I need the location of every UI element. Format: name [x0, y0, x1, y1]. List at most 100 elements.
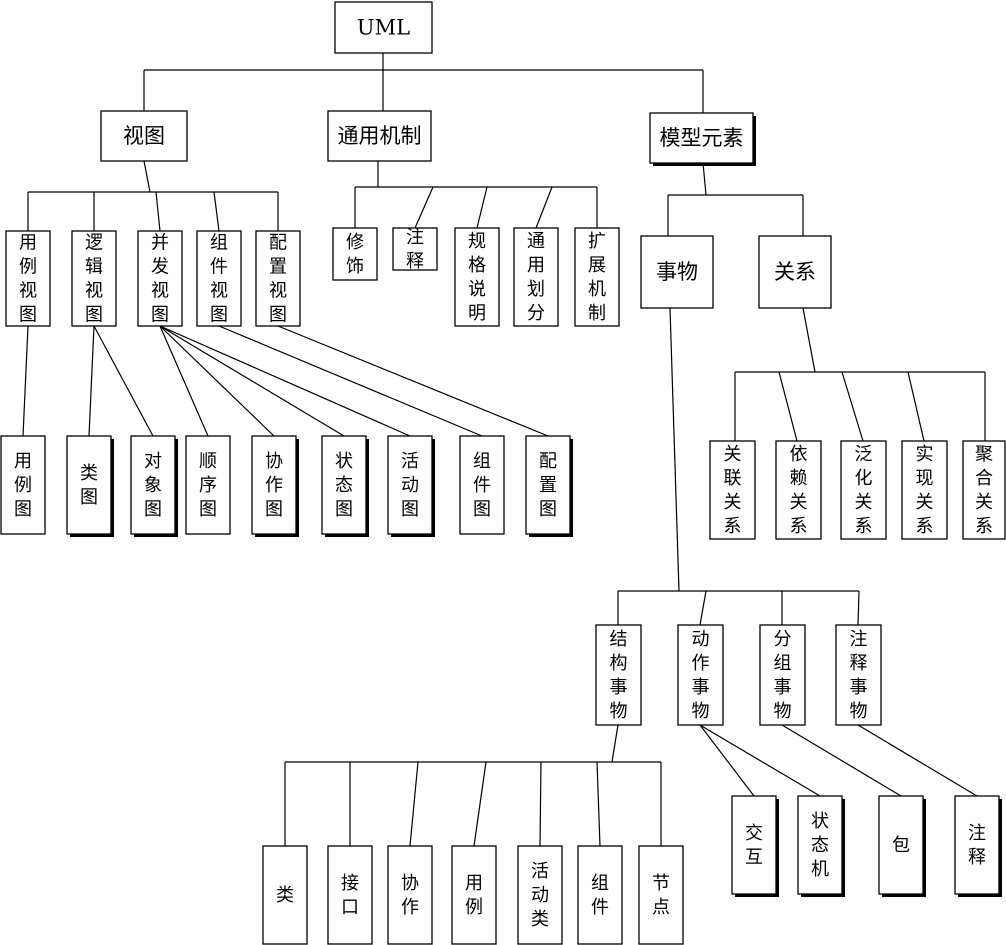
- node-label: 聚合关系: [975, 444, 993, 537]
- node-label: 配置视图: [269, 232, 287, 325]
- node-label: UML: [357, 16, 410, 40]
- node-views: 视图: [100, 110, 188, 162]
- node-component: 组件: [577, 845, 623, 945]
- node-label: 对象图: [144, 451, 162, 520]
- node-box: [130, 435, 176, 535]
- node-box: [321, 435, 367, 535]
- node-box: [71, 230, 117, 327]
- connector-line: [476, 186, 488, 229]
- connector-line: [699, 724, 821, 797]
- node-object-diagram: 对象图: [130, 435, 178, 537]
- node-box: [525, 435, 571, 535]
- connector-line: [22, 325, 29, 437]
- node-label: 并发视图: [151, 232, 169, 325]
- node-box: [454, 227, 500, 327]
- connector-line: [535, 186, 553, 229]
- node-label: 动作事物: [692, 629, 710, 722]
- node-box: [66, 435, 112, 535]
- node-usecase-view: 用例视图: [5, 230, 51, 327]
- node-label: 用例: [465, 873, 483, 918]
- node-box: [262, 845, 308, 945]
- node-box: [962, 440, 1006, 540]
- node-uml: UML: [334, 1, 433, 54]
- node-label: 接口: [341, 873, 359, 918]
- node-specification: 规格说明: [454, 227, 500, 327]
- node-association: 关联关系: [709, 440, 756, 540]
- connector-line: [414, 186, 434, 229]
- node-aggregation: 聚合关系: [962, 440, 1006, 540]
- connector-line: [778, 371, 798, 442]
- node-box: [878, 795, 924, 895]
- node-box: [731, 795, 777, 895]
- connector-line: [213, 191, 220, 232]
- node-deployment-view: 配置视图: [255, 230, 301, 327]
- node-label: 活动图: [401, 451, 419, 520]
- node-label: 模型元素: [660, 126, 744, 150]
- node-class-diagram: 类图: [66, 435, 114, 537]
- node-box: [759, 624, 806, 726]
- node-component-view: 组件视图: [196, 230, 242, 327]
- connector-line: [857, 590, 860, 626]
- connector-line: [277, 325, 549, 437]
- node-collaboration-diagram: 协作图: [251, 435, 299, 537]
- node-box: [640, 235, 714, 309]
- node-label: 协作: [401, 873, 419, 918]
- connector-line: [159, 325, 275, 437]
- connector-line: [907, 371, 925, 442]
- node-box: [334, 1, 433, 54]
- node-structural-things: 结构事物: [595, 624, 642, 726]
- node-label: 事物: [656, 260, 698, 284]
- connector-line: [159, 325, 345, 437]
- node-note-mech: 注释: [392, 227, 438, 272]
- node-box: [649, 112, 754, 164]
- node-box: [517, 845, 563, 945]
- node-box: [677, 624, 724, 726]
- connector-line: [699, 724, 755, 797]
- node-class: 类: [262, 845, 308, 945]
- node-package: 包: [878, 795, 926, 897]
- node-collaboration: 协作: [387, 845, 433, 945]
- connector-line: [93, 325, 154, 437]
- node-state-machine: 状态机: [797, 795, 845, 897]
- node-label: 节点: [652, 873, 670, 918]
- node-box: [840, 440, 887, 540]
- node-active-class: 活动类: [517, 845, 563, 945]
- connector-line: [781, 724, 902, 797]
- node-box: [251, 435, 297, 535]
- node-box: [327, 845, 373, 945]
- node-usecase: 用例: [451, 845, 497, 945]
- node-label: 关系: [774, 260, 816, 284]
- node-label: 逻辑视图: [85, 232, 103, 325]
- node-box: [255, 230, 301, 327]
- node-box: [775, 440, 822, 540]
- connector-line: [669, 307, 680, 592]
- node-label: 配置图: [539, 451, 557, 520]
- node-label: 状态图: [335, 451, 353, 520]
- node-box: [835, 624, 882, 726]
- node-logical-view: 逻辑视图: [71, 230, 117, 327]
- node-extensibility: 扩展机制: [574, 227, 620, 327]
- node-things: 事物: [640, 235, 714, 309]
- node-label: 状态机: [811, 811, 829, 880]
- node-box: [574, 227, 620, 327]
- node-label: 注释: [406, 227, 424, 272]
- node-box: [327, 110, 432, 162]
- node-label: 类图: [80, 463, 98, 508]
- node-box: [185, 435, 231, 535]
- node-box: [513, 227, 559, 327]
- connector-line: [159, 325, 411, 437]
- node-note: 注释: [954, 795, 1002, 897]
- connector-line: [409, 761, 419, 847]
- node-box: [758, 235, 832, 309]
- node-grouping-things: 分组事物: [759, 624, 806, 726]
- node-activity-diagram: 活动图: [387, 435, 435, 537]
- node-label: 活动类: [531, 861, 549, 930]
- node-label: 分组事物: [774, 629, 792, 722]
- node-label: 结构事物: [610, 629, 628, 722]
- node-label: 类: [276, 885, 294, 906]
- node-box: [5, 230, 51, 327]
- node-interaction: 交互: [731, 795, 779, 897]
- node-box: [137, 230, 183, 327]
- connector-line: [159, 325, 209, 437]
